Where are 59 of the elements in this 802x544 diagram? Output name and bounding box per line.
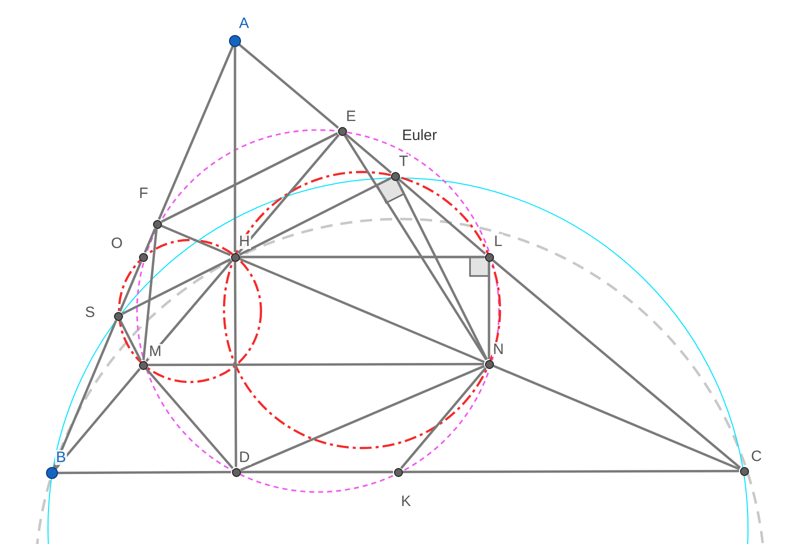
point <box>484 360 494 368</box>
line-segment <box>239 258 485 364</box>
point <box>138 252 148 262</box>
point <box>152 220 162 228</box>
point-label: E <box>345 109 358 124</box>
point <box>138 360 148 370</box>
line-segment <box>488 262 490 359</box>
line-segment <box>52 320 118 469</box>
point-label: C <box>750 449 763 464</box>
point-label: S <box>84 305 96 320</box>
point-label: K <box>400 494 412 509</box>
point <box>390 172 400 180</box>
point-label: H <box>238 234 251 249</box>
point-label: F <box>138 186 150 201</box>
line-segment <box>160 132 338 223</box>
line-segment <box>398 178 486 255</box>
line-segment <box>161 224 231 256</box>
line-segment <box>344 134 488 360</box>
line-segment <box>234 262 238 467</box>
line-segment <box>396 180 488 360</box>
line-segment <box>122 258 232 315</box>
point <box>46 467 58 479</box>
point <box>229 35 241 47</box>
line-segment <box>240 256 484 258</box>
line-segment <box>241 470 393 474</box>
circle-label: Euler <box>402 128 438 143</box>
line-segment <box>145 368 234 470</box>
line-segment <box>234 46 236 252</box>
point <box>740 466 748 476</box>
point-label: B <box>55 450 68 465</box>
line-segment <box>142 228 158 360</box>
point-label: M <box>148 344 162 359</box>
point-label: L <box>493 234 504 249</box>
point <box>338 126 346 136</box>
line-segment <box>240 364 485 472</box>
line-segment <box>118 261 142 312</box>
point <box>394 468 402 476</box>
point-label: D <box>238 450 251 465</box>
line-segment <box>158 45 234 220</box>
point-label: A <box>238 16 250 31</box>
line-segment <box>403 470 739 474</box>
point <box>232 468 240 476</box>
line-segment <box>144 228 156 253</box>
point-label: N <box>492 342 505 357</box>
point-label: T <box>398 154 410 169</box>
line-segment <box>238 43 339 129</box>
line-segment <box>145 260 233 362</box>
line-segment <box>237 134 340 254</box>
line-segment <box>119 320 142 362</box>
point-label: O <box>110 236 124 251</box>
line-segment <box>492 259 741 469</box>
line-segment <box>345 133 392 174</box>
line-segment <box>400 367 487 469</box>
line-segment <box>148 362 484 366</box>
line-segment <box>238 177 392 256</box>
point <box>114 312 122 320</box>
line-segment <box>493 364 740 470</box>
line-segment <box>57 470 231 474</box>
line-segment <box>54 368 141 470</box>
